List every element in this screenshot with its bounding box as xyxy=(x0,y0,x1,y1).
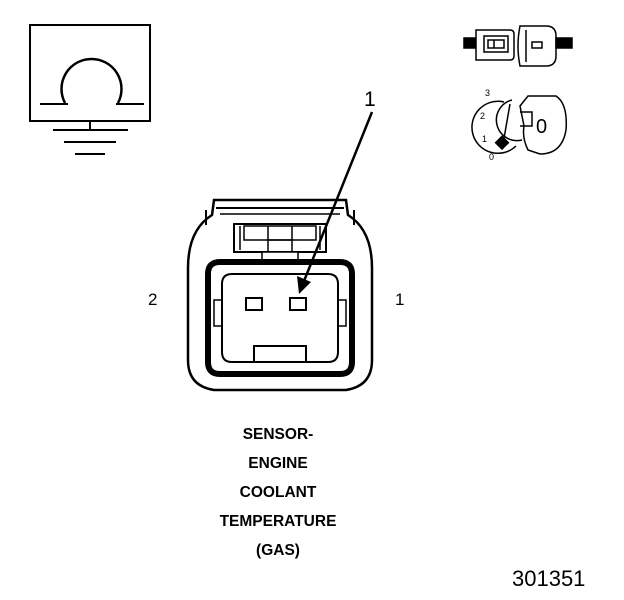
key-position-label: 2 xyxy=(480,111,486,121)
pin-label-left: 2 xyxy=(148,290,158,309)
callout-arrow xyxy=(297,111,374,294)
terminal-1 xyxy=(289,297,307,311)
key-position-label: 1 xyxy=(482,134,488,144)
caption-line: (GAS) xyxy=(256,542,300,559)
disconnected-connector-icon xyxy=(463,25,573,67)
ignition-key-icon xyxy=(471,95,568,155)
caption-line: TEMPERATURE xyxy=(219,513,337,530)
caption-line: SENSOR- xyxy=(242,426,314,443)
connector-housing xyxy=(186,198,374,392)
ohm-ground-icon xyxy=(29,24,151,155)
key-symbol: 0 xyxy=(536,116,548,138)
caption-line: COOLANT xyxy=(239,484,317,501)
component-caption: SENSOR- ENGINE COOLANT TEMPERATURE (GAS) xyxy=(178,420,378,565)
callout-number: 1 xyxy=(364,88,376,111)
pin-label-right: 1 xyxy=(395,290,405,309)
terminal-2 xyxy=(245,297,263,311)
key-position-label: 0 xyxy=(489,152,495,162)
reference-number: 301351 xyxy=(512,566,586,591)
key-position-label: 3 xyxy=(485,88,491,98)
caption-line: ENGINE xyxy=(248,455,308,472)
locking-tab xyxy=(216,207,344,265)
